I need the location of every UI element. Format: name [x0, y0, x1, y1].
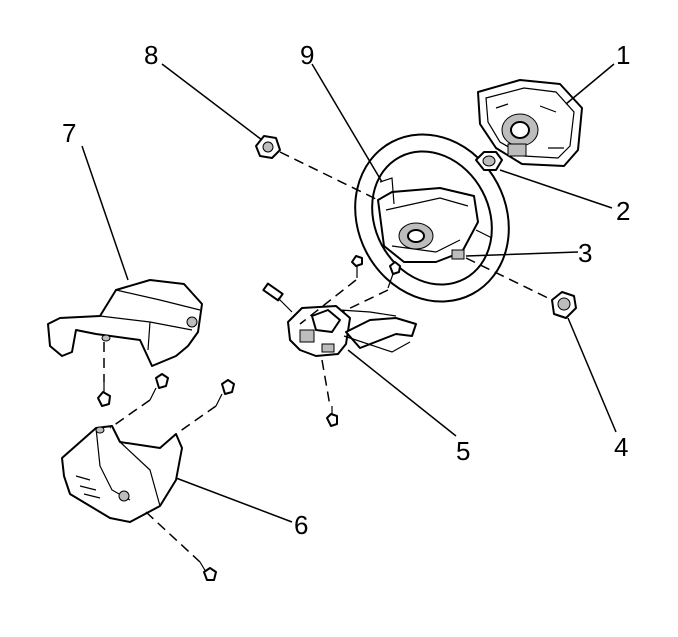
- upper-steering-column-cover: [47, 279, 203, 367]
- access-hole-plug-left: [255, 135, 281, 159]
- screw-upper-cover: [97, 382, 111, 407]
- screw-lower-cover-left: [149, 373, 169, 401]
- screw-switch-bottom: [326, 406, 338, 427]
- steering-wheel: [354, 133, 510, 303]
- callout-4: 4: [614, 432, 628, 462]
- callout-3: 3: [578, 238, 592, 268]
- steering-wheel-nut: [475, 151, 503, 171]
- access-hole-plug: [551, 291, 577, 319]
- screw-lower-cover-right: [215, 379, 235, 407]
- multifunction-switch: [262, 282, 417, 357]
- callout-9: 9: [300, 40, 314, 70]
- callout-2: 2: [616, 196, 630, 226]
- callout-8: 8: [144, 40, 158, 70]
- callout-5: 5: [456, 436, 470, 466]
- airbag-module: [477, 79, 583, 167]
- callout-7: 7: [62, 118, 76, 148]
- assembly-lines: [103, 151, 553, 563]
- callout-1: 1: [616, 40, 630, 70]
- leader-lines: [81, 63, 617, 523]
- callout-labels: 1 2 3 4 5 6 7 8 9: [62, 40, 630, 540]
- screw-switch-top-left: [351, 255, 363, 278]
- screw-switch-top-right: [387, 261, 401, 289]
- lower-steering-column-cover: [61, 425, 183, 523]
- screw-lower-cover-bottom: [199, 561, 217, 581]
- callout-6: 6: [294, 510, 308, 540]
